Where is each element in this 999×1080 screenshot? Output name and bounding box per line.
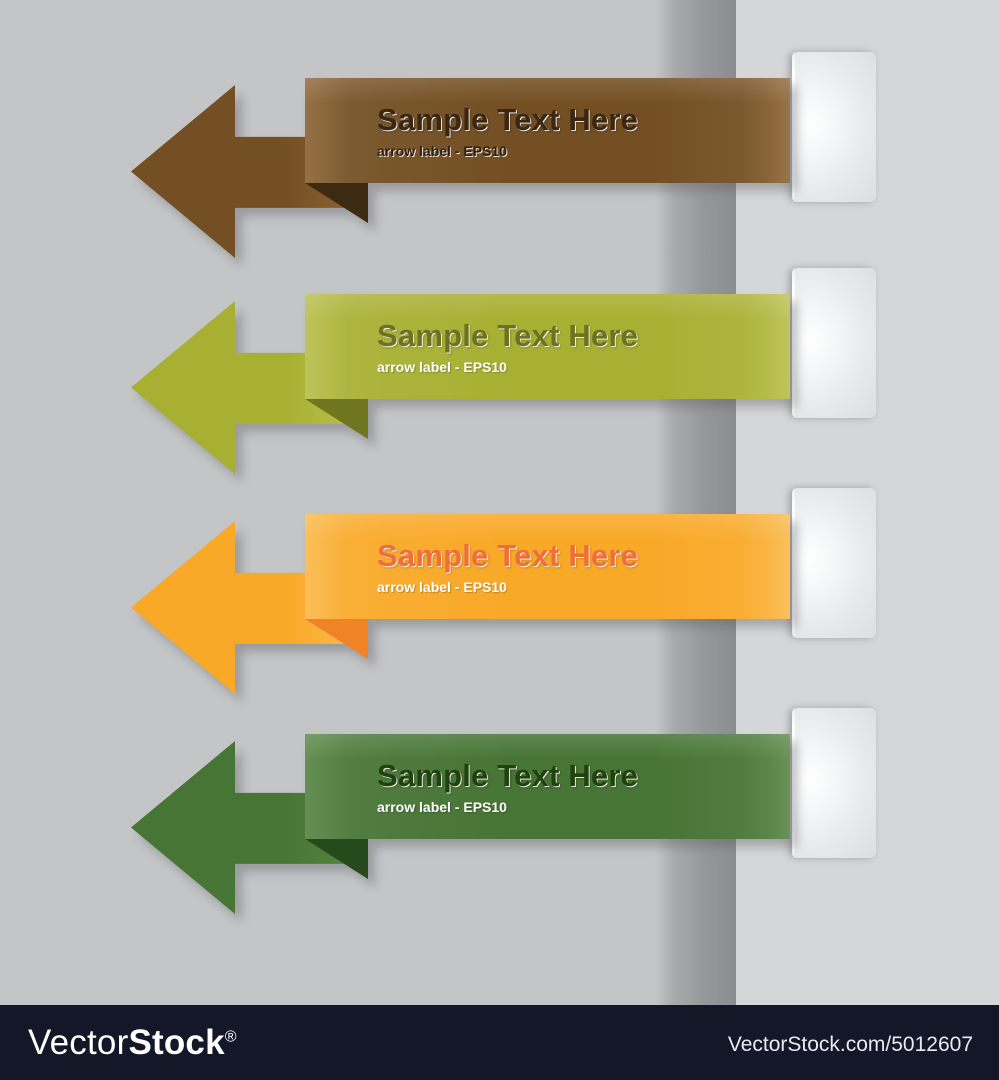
bar-top-highlight [305,734,790,760]
bar-sheen [305,78,790,183]
banner-bar[interactable] [305,514,790,619]
registered-trademark-icon: ® [224,1028,237,1046]
bar-sheen [305,294,790,399]
peg-plate-1 [792,52,876,202]
watermark-footer: VectorStock® VectorStock.com/5012607 [0,1005,999,1080]
watermark-url: VectorStock.com/5012607 [727,1033,973,1056]
bar-top-highlight [305,78,790,104]
banner-bar[interactable] [305,294,790,399]
vectorstock-logo: VectorStock® [28,1023,237,1063]
bar-sheen [305,734,790,839]
logo-bold-part: Stock [128,1023,225,1062]
logo-thin-part: Vector [28,1023,129,1062]
bar-sheen [305,514,790,619]
peg-plate-3 [792,488,876,638]
peg-plate-2 [792,268,876,418]
arrow-body [0,514,999,702]
bar-top-highlight [305,294,790,320]
arrow-body [0,294,999,482]
bar-top-highlight [305,514,790,540]
banner-bar[interactable] [305,734,790,839]
banner-bar[interactable] [305,78,790,183]
arrow-body [0,734,999,922]
peg-plate-4 [792,708,876,858]
arrow-body [0,78,999,266]
